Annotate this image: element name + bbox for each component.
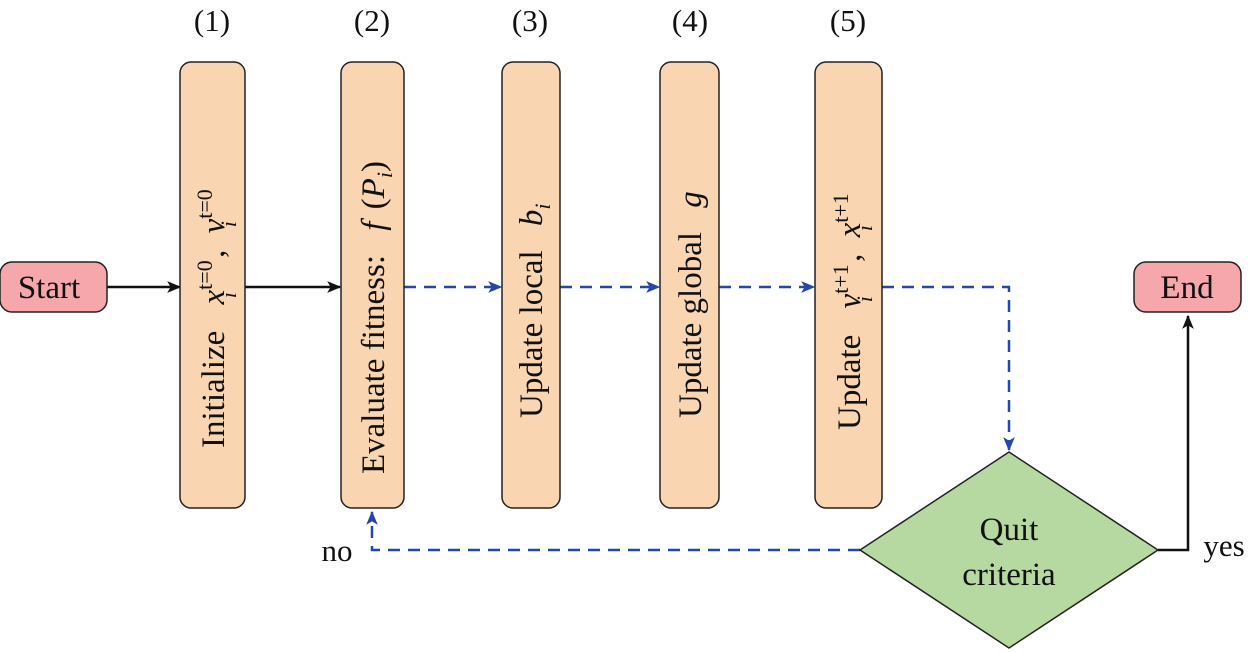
svg-text:Evaluate fitness: f: Evaluate fitness: f (Pi)	[356, 161, 397, 474]
branch-no-label: no	[322, 533, 353, 568]
step-4-var-g: g	[673, 191, 709, 208]
step-number-4: (4)	[672, 3, 708, 38]
step-5-var-v-sup: t+1	[828, 264, 853, 294]
step-1-var-v-sub: i	[216, 221, 241, 227]
step-2-text: Evaluate fitness:	[356, 255, 392, 474]
step-2-func-f: f	[356, 218, 392, 231]
step-4-text: Update global	[673, 232, 709, 418]
step-3-update-local: Update local bi	[501, 61, 561, 509]
step-5-sep: ,	[832, 254, 868, 262]
step-1-sep: ,	[196, 250, 232, 258]
step-3-text: Update local	[514, 250, 550, 418]
step-number-1: (1)	[194, 3, 230, 38]
step-5-text: Update	[832, 335, 868, 430]
start-label: Start	[18, 270, 80, 306]
step-1-var-x: x	[196, 289, 232, 305]
svg-text:Update vt+1i ,: Update vt+1i , xt+1i	[828, 193, 880, 430]
step-4-update-global: Update global g	[659, 61, 720, 509]
step-number-3: (3)	[512, 3, 548, 38]
step-2-evaluate: Evaluate fitness: f (Pi)	[340, 61, 405, 509]
decision-quit-criteria: Quit criteria	[858, 451, 1160, 649]
step-5-var-x-sub: i	[852, 225, 877, 231]
step-1-var-x-sup: t=0	[192, 260, 217, 290]
arrow-no-loop	[366, 510, 860, 552]
decision-line-2: criteria	[962, 557, 1056, 593]
step-5-update: Update vt+1i , xt+1i	[814, 61, 883, 509]
end-node: End	[1133, 261, 1242, 313]
step-1-var-x-sub: i	[216, 292, 241, 298]
branch-yes-label: yes	[1203, 528, 1244, 563]
step-1-initialize: Initialize xt=0i , vt=0i	[179, 61, 246, 509]
step-3-var-b: b	[514, 210, 550, 227]
step-1-var-v: v	[196, 218, 232, 233]
start-node: Start	[0, 261, 108, 313]
arrow-update-to-decision	[882, 285, 1015, 452]
step-number-2: (2)	[354, 3, 390, 38]
svg-text:Initialize xt=0i ,: Initialize xt=0i , vt=0i	[192, 189, 244, 448]
step-2-paren-open: (	[356, 198, 392, 209]
svg-text:Update local bi: Update local bi	[514, 203, 555, 418]
svg-text:Update global g: Update global g	[673, 191, 709, 418]
step-1-text: Initialize	[196, 331, 232, 448]
step-5-var-x: x	[832, 222, 868, 238]
step-2-var-p: P	[356, 178, 392, 199]
step-5-var-v-sub: i	[852, 296, 877, 302]
decision-line-1: Quit	[980, 512, 1039, 548]
end-label: End	[1160, 270, 1214, 306]
step-5-var-x-sup: t+1	[828, 193, 853, 223]
step-2-paren-close: )	[356, 161, 392, 172]
arrow-yes-to-end	[1158, 314, 1194, 552]
step-3-var-b-sub: i	[530, 203, 555, 209]
step-number-5: (5)	[830, 3, 866, 38]
step-5-var-v: v	[832, 293, 868, 308]
step-1-var-v-sup: t=0	[192, 189, 217, 219]
step-2-var-p-sub: i	[372, 172, 397, 178]
